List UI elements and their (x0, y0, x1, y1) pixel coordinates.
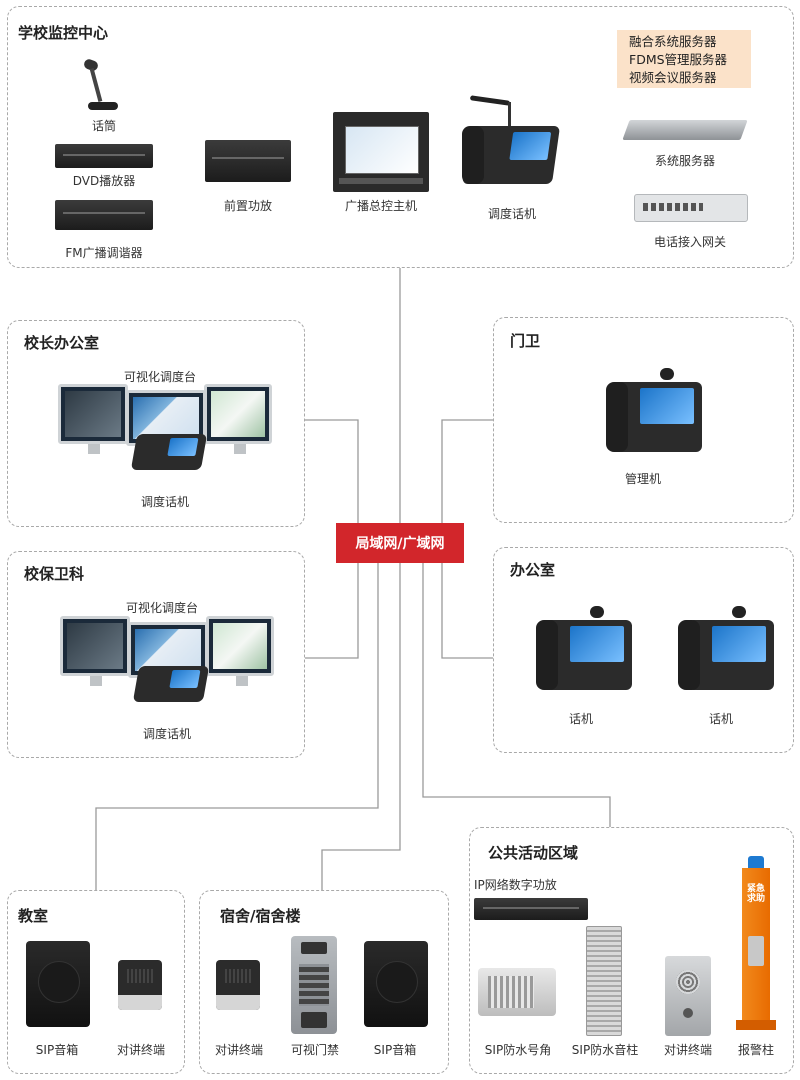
amp-label: IP网络数字功放 (474, 878, 557, 892)
intercom-label: 对讲终端 (116, 1043, 165, 1057)
server-note-line-2: FDMS管理服务器 (629, 52, 728, 67)
dispatch-phone-label: 调度话机 (487, 207, 536, 221)
console-label: 可视化调度台 (125, 601, 198, 615)
intercom-icon (118, 960, 162, 1010)
preamp-label: 前置功放 (223, 199, 272, 213)
panel-title: 教室 (18, 907, 49, 925)
lan-wan-box: 局域网/广域网 (336, 523, 464, 563)
alarm-post-icon: 紧急求助 (736, 856, 776, 1036)
server-note-line-3: 视频会议服务器 (629, 70, 717, 85)
phone-icon (668, 604, 778, 694)
waterproof-horn-icon (478, 968, 556, 1016)
fm-tuner-icon (55, 200, 153, 230)
panel-title: 学校监控中心 (18, 24, 109, 42)
dvd-label: DVD播放器 (72, 174, 136, 188)
sip-speaker-icon (26, 941, 90, 1027)
dispatch-phone-label: 调度话机 (140, 495, 189, 509)
phone-label: 话机 (568, 712, 593, 726)
intercom-terminal-label: 对讲终端 (663, 1043, 712, 1057)
panel-title: 门卫 (510, 332, 541, 350)
intercom-label: 对讲终端 (214, 1043, 263, 1057)
system-server-label: 系统服务器 (654, 154, 715, 168)
ip-amplifier-icon (474, 898, 588, 920)
sip-speaker-icon (364, 941, 428, 1027)
microphone-label: 话筒 (91, 119, 116, 133)
system-server-icon (622, 120, 748, 140)
server-note-line-1: 融合系统服务器 (629, 34, 717, 49)
phone-label: 话机 (708, 712, 733, 726)
console-label: 可视化调度台 (123, 370, 196, 384)
dispatch-console-icon (58, 380, 272, 470)
gateway-label: 电话接入网关 (653, 235, 726, 249)
panel-title: 校保卫科 (24, 565, 85, 583)
door-access-icon (291, 936, 337, 1034)
dvd-player-icon (55, 144, 153, 168)
door-access-label: 可视门禁 (290, 1043, 339, 1057)
panel-title: 公共活动区域 (488, 844, 579, 862)
alarm-post-text: 紧急求助 (746, 884, 765, 904)
panel-title: 办公室 (510, 561, 556, 579)
gateway-icon (634, 194, 748, 222)
dispatch-phone-icon (461, 95, 562, 188)
fm-label: FM广播调谐器 (65, 246, 143, 260)
server-note-box: 融合系统服务器 FDMS管理服务器 视频会议服务器 (617, 30, 751, 88)
sip-speaker-label: SIP音箱 (373, 1043, 417, 1057)
alarm-post-label: 报警柱 (737, 1043, 774, 1057)
panel-title: 宿舍/宿舍楼 (220, 907, 301, 925)
intercom-icon (216, 960, 260, 1010)
waterproof-column-icon (586, 926, 622, 1036)
public-area-panel: 公共活动区域 (469, 827, 794, 1074)
microphone-icon (82, 57, 132, 112)
column-label: SIP防水音柱 (571, 1043, 639, 1057)
preamp-icon (205, 140, 291, 182)
management-phone-icon (596, 366, 706, 456)
intercom-terminal-icon (665, 956, 711, 1036)
dispatch-console-icon (60, 612, 274, 704)
phone-icon (526, 604, 636, 694)
sip-speaker-label: SIP音箱 (35, 1043, 79, 1057)
management-phone-label: 管理机 (624, 472, 661, 486)
broadcast-host-label: 广播总控主机 (344, 199, 417, 213)
horn-label: SIP防水号角 (484, 1043, 552, 1057)
panel-title: 校长办公室 (24, 334, 100, 352)
broadcast-host-icon (333, 112, 429, 192)
dispatch-phone-label: 调度话机 (142, 727, 191, 741)
